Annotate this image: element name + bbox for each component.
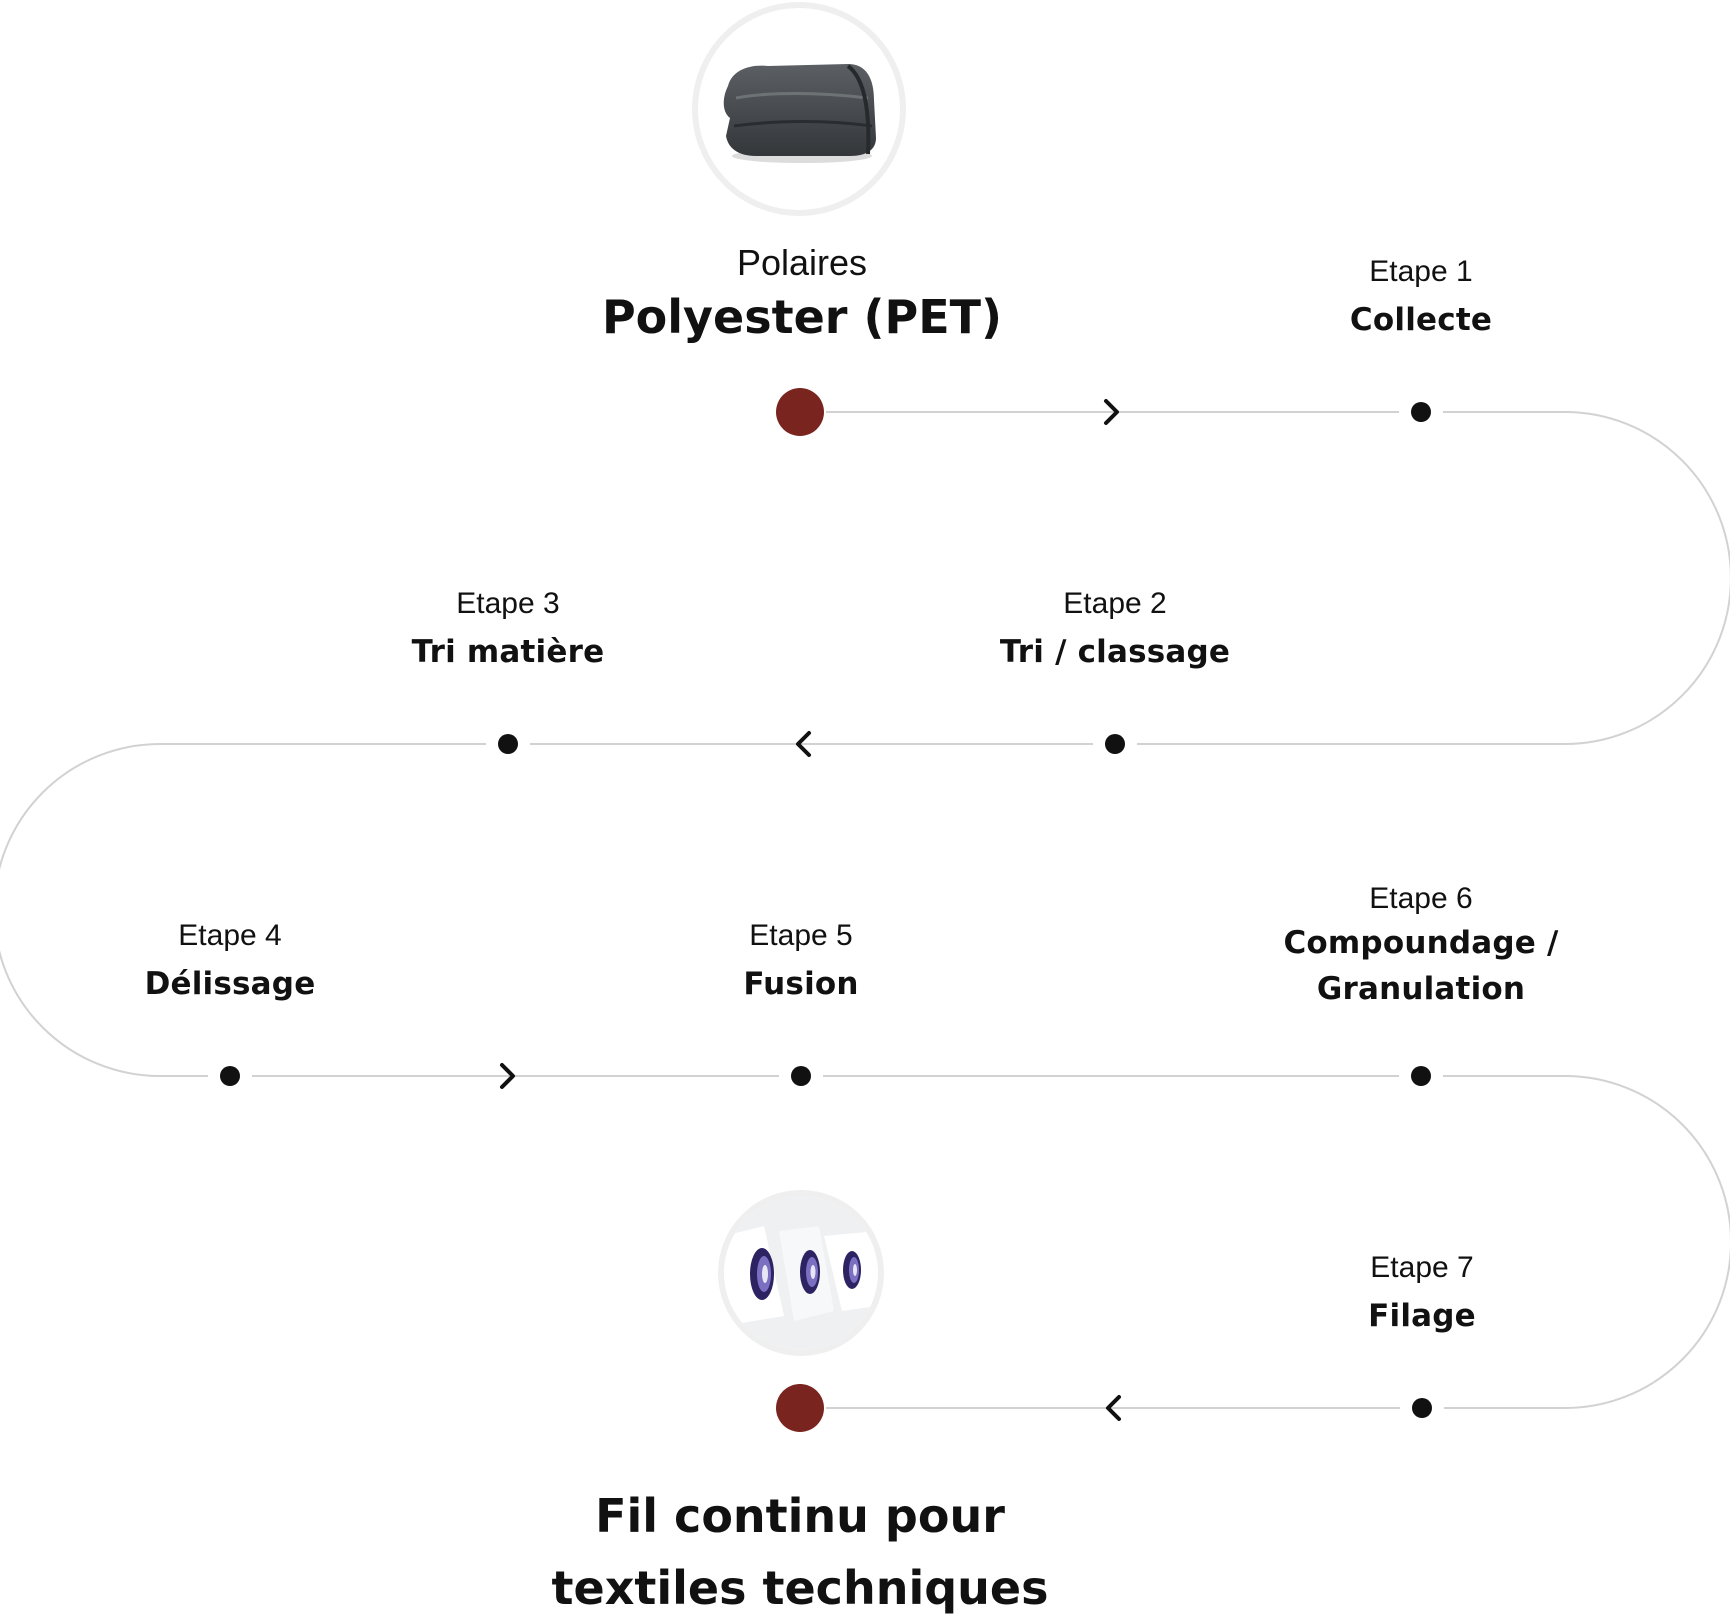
node-step-7 xyxy=(1412,1398,1432,1418)
node-step-4 xyxy=(220,1066,240,1086)
end-endpoint xyxy=(776,1384,824,1432)
step-number: Etape 6 xyxy=(1369,882,1473,915)
result-label: Fil continu pour textiles techniques xyxy=(490,1480,1110,1624)
step-4-label: Etape 4 Délissage xyxy=(145,919,316,1007)
step-5-label: Etape 5 Fusion xyxy=(743,919,858,1007)
track-curve-right-1 xyxy=(1420,411,1730,745)
source-type: Polaires xyxy=(736,242,868,283)
step-7-label: Etape 7 Filage xyxy=(1368,1251,1476,1339)
node-step-6 xyxy=(1411,1066,1431,1086)
chevron-left-icon xyxy=(796,731,811,757)
step-number: Etape 4 xyxy=(178,919,282,952)
step-name: Délissage xyxy=(144,966,316,1002)
track-curve-right-2 xyxy=(1420,1075,1730,1409)
step-3-label: Etape 3 Tri matière xyxy=(412,587,605,675)
step-name: Fusion xyxy=(743,966,859,1002)
step-name: Tri matière xyxy=(411,634,605,670)
fleece-icon xyxy=(723,64,876,163)
node-step-1 xyxy=(1411,402,1431,422)
chevron-right-icon xyxy=(1104,399,1119,425)
step-name: Collecte xyxy=(1349,302,1493,338)
fleece-fabric-image xyxy=(692,2,906,216)
step-number: Etape 7 xyxy=(1370,1251,1474,1284)
step-number: Etape 1 xyxy=(1369,255,1473,288)
source-label: Polaires Polyester (PET) xyxy=(602,242,1002,344)
chevron-right-icon xyxy=(500,1063,515,1089)
chevron-left-icon xyxy=(1106,1395,1121,1421)
spools-icon xyxy=(724,1196,878,1350)
step-name: Compoundage / Granulation xyxy=(1283,925,1559,1007)
step-name: Tri / classage xyxy=(999,634,1231,670)
step-1-label: Etape 1 Collecte xyxy=(1350,255,1492,343)
start-endpoint xyxy=(776,388,824,436)
node-step-5 xyxy=(791,1066,811,1086)
step-name: Filage xyxy=(1368,1298,1476,1334)
node-step-3 xyxy=(498,734,518,754)
step-number: Etape 3 xyxy=(456,587,560,620)
source-material: Polyester (PET) xyxy=(601,290,1003,344)
yarn-spools-image xyxy=(718,1190,884,1356)
step-number: Etape 5 xyxy=(749,919,853,952)
node-step-2 xyxy=(1105,734,1125,754)
step-number: Etape 2 xyxy=(1063,587,1167,620)
result-name: Fil continu pour textiles techniques xyxy=(551,1489,1049,1615)
track-curve-left xyxy=(0,743,230,1077)
step-2-label: Etape 2 Tri / classage xyxy=(1000,587,1230,675)
step-6-label: Etape 6 Compoundage / Granulation xyxy=(1261,882,1581,1012)
